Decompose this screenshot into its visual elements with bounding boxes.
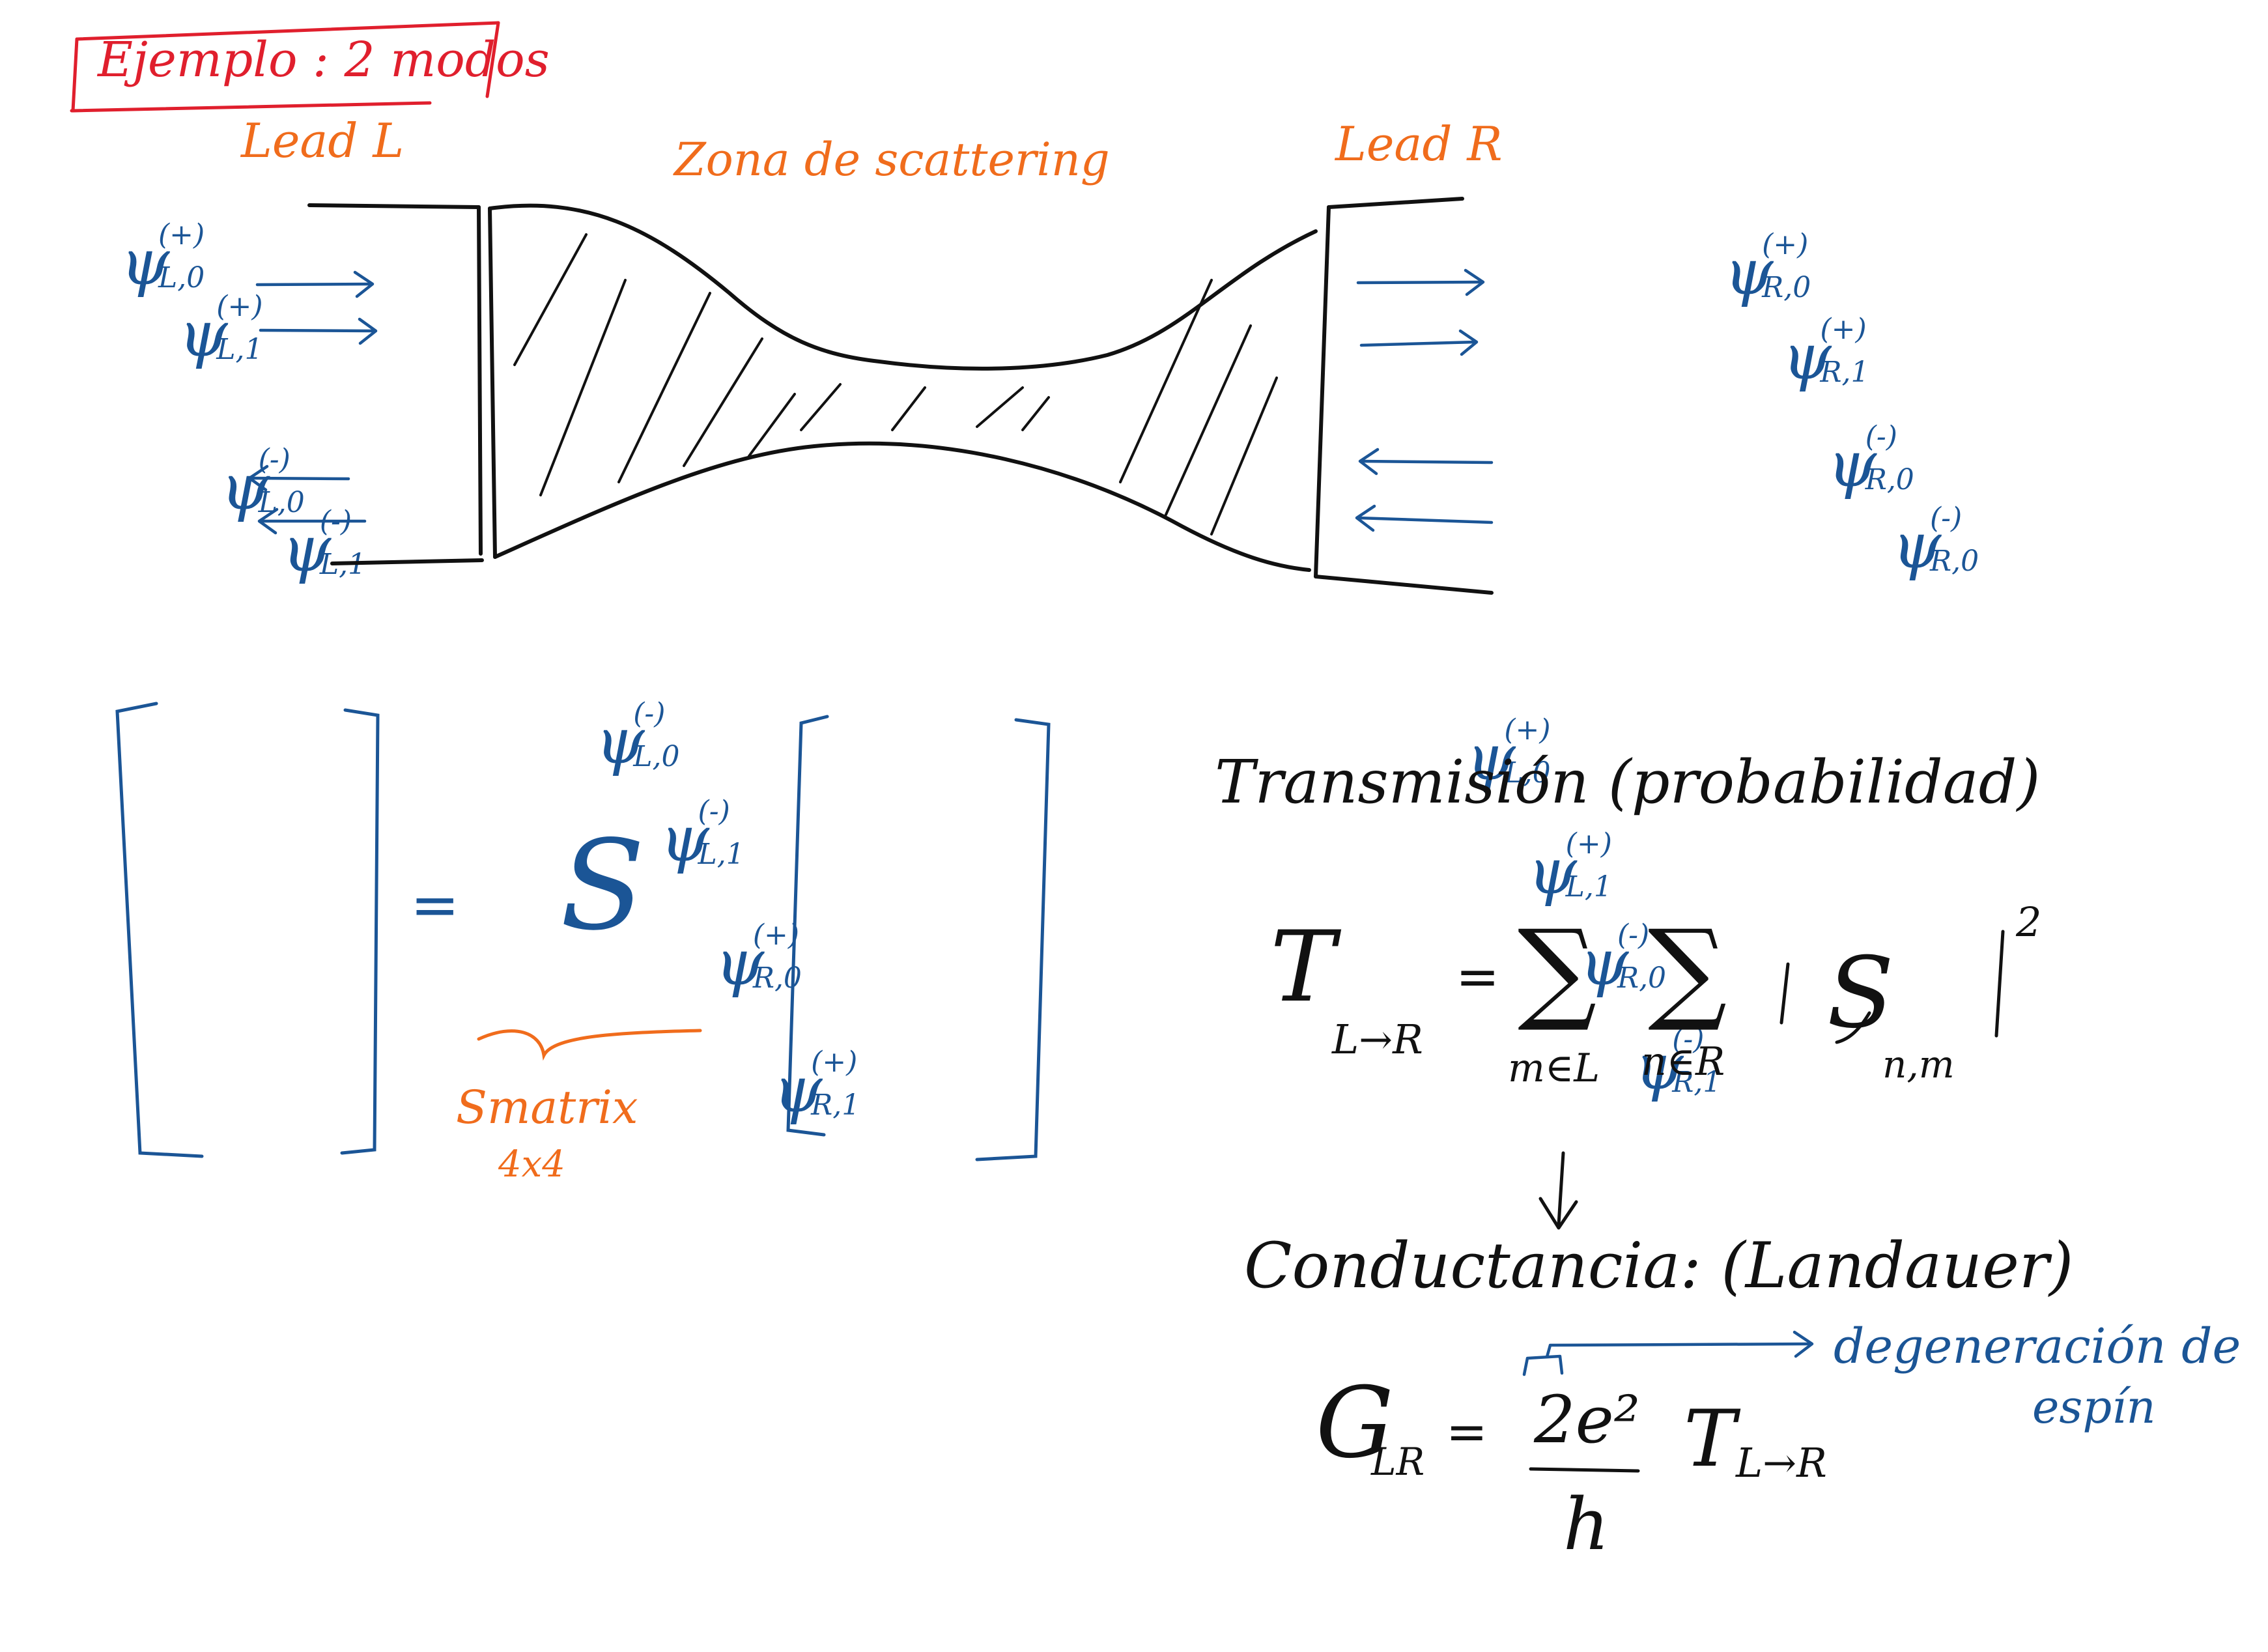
lhs-vector-brackets <box>115 702 380 1158</box>
mode-left-in-0: ψ(+)L,0 <box>120 218 205 299</box>
spin-degeneracy-note-line2: espín <box>2032 1380 2156 1434</box>
arrows-right-lead <box>1355 268 1494 532</box>
smatrix-size: 4x4 <box>498 1143 565 1186</box>
sum-2-sub: n∈R <box>1641 1039 1725 1085</box>
scattering-zone-label: Zona de scattering <box>674 133 1110 186</box>
lhs-entry-1: ψ(-)L,1 <box>660 795 744 876</box>
smatrix-label: Smatrix <box>456 1081 638 1134</box>
scattering-zone-hatching <box>513 233 1278 535</box>
conductance-T-sub: L→R <box>1736 1439 1827 1487</box>
implies-arrow <box>1538 1151 1578 1230</box>
conductance-denominator: h <box>1563 1483 1609 1566</box>
transmission-T: T <box>1270 911 1336 1024</box>
sum-1-icon: ∑ <box>1518 906 1597 1035</box>
rhs-entry-0: ψ(+)L,0 <box>1466 713 1551 794</box>
mode-right-in-1: ψ(-)R,0 <box>1892 502 1979 582</box>
mode-right-out-0: ψ(+)R,0 <box>1724 228 1811 309</box>
arrows-left-lead <box>248 270 378 535</box>
matrix-equals: = <box>410 871 460 939</box>
conductance-G: G <box>1316 1367 1394 1480</box>
transmission-T-sub: L→R <box>1332 1016 1423 1063</box>
smatrix-brace <box>477 1029 702 1061</box>
sum-2-icon: ∑ <box>1648 906 1727 1035</box>
conductance-numerator: 2e² <box>1534 1382 1640 1458</box>
lhs-entry-0: ψ(-)L,0 <box>595 697 680 778</box>
conductance-heading: Conductancia: (Landauer) <box>1244 1229 2074 1302</box>
lhs-entry-3: ψ(+)R,1 <box>773 1046 860 1126</box>
transmission-heading: Transmisión (probabilidad) <box>1215 747 2041 817</box>
spin-degeneracy-pointer <box>1522 1330 1814 1376</box>
conductance-T: T <box>1684 1394 1736 1485</box>
abs-bars <box>1779 930 2005 1044</box>
title: Ejemplo : 2 modos <box>98 32 550 88</box>
mode-left-in-1: ψ(+)L,1 <box>178 290 263 371</box>
conductance-G-sub: LR <box>1371 1440 1425 1484</box>
sum-1-sub: m∈L <box>1508 1046 1600 1091</box>
lead-left-label: Lead L <box>241 113 404 168</box>
fraction-bar <box>1529 1467 1640 1473</box>
mode-right-in-0: ψ(-)R,0 <box>1827 420 1914 501</box>
rhs-entry-2: ψ(-)R,0 <box>1579 919 1667 999</box>
transmission-exponent: 2 <box>2016 898 2042 946</box>
rhs-entry-3: ψ(-)R,1 <box>1634 1023 1722 1104</box>
scattering-device-outline <box>307 197 1494 595</box>
smatrix-symbol: S <box>560 814 645 958</box>
spin-degeneracy-note-line1: degeneración de <box>1834 1318 2241 1374</box>
rhs-entry-1: ψ(+)L,1 <box>1527 827 1612 908</box>
title-box <box>70 21 500 113</box>
transmission-S-sub: n,m <box>1882 1042 1955 1087</box>
conductance-equals: = <box>1446 1403 1488 1460</box>
mode-right-out-1: ψ(+)R,1 <box>1782 313 1869 393</box>
rhs-vector-brackets <box>786 715 1051 1161</box>
transmission-equals: = <box>1456 947 1500 1007</box>
lead-right-label: Lead R <box>1335 117 1503 171</box>
